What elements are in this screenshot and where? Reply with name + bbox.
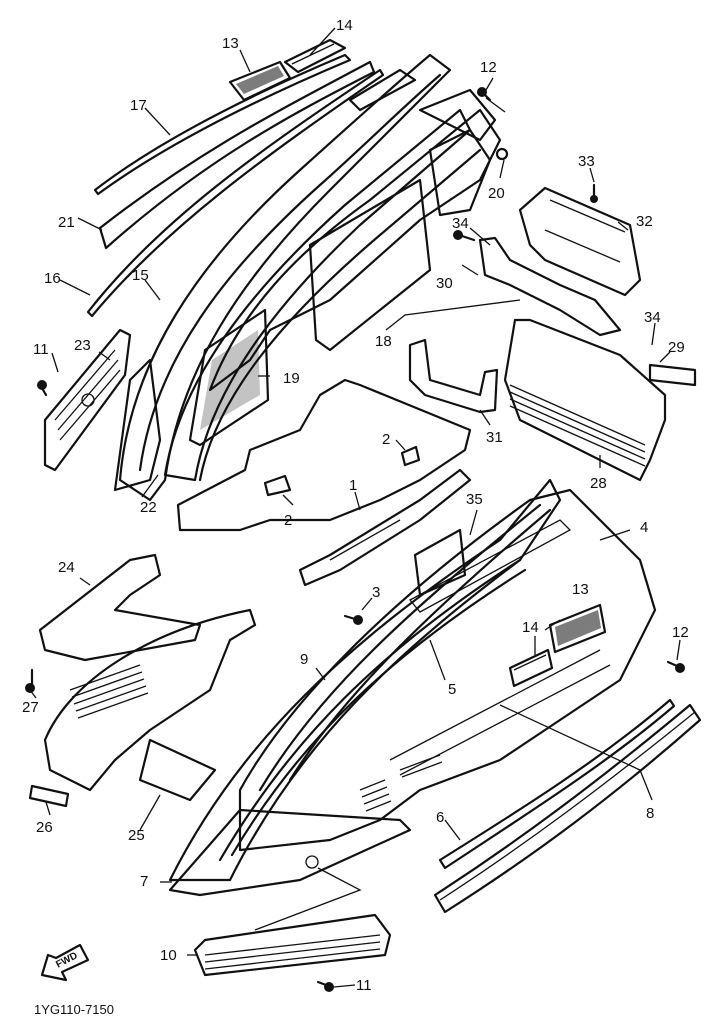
callout-24: 24 bbox=[58, 559, 75, 576]
part-19-panel bbox=[188, 308, 270, 447]
part-21-stripe bbox=[98, 60, 376, 250]
callout-25: 25 bbox=[128, 827, 145, 844]
callout-34: 34 bbox=[644, 309, 661, 326]
diagram-code: 1YG110-7150 bbox=[34, 1002, 114, 1017]
part-14-rear-emblem bbox=[508, 648, 554, 688]
callout-11: 11 bbox=[33, 341, 49, 358]
part-18-panel bbox=[308, 178, 432, 352]
callout-23: 23 bbox=[74, 337, 91, 354]
part-17-stripe bbox=[93, 53, 352, 196]
callout-12: 12 bbox=[480, 59, 497, 76]
callout-13: 13 bbox=[222, 35, 239, 52]
part-7-lower-cowl bbox=[168, 808, 412, 897]
part-35-plate bbox=[413, 528, 467, 597]
callout-12: 12 bbox=[672, 624, 689, 641]
bolt-12-right bbox=[666, 660, 685, 673]
part-14-emblem-strip bbox=[283, 38, 347, 74]
part-13-rear-emblem bbox=[548, 603, 607, 654]
callout-34: 34 bbox=[452, 215, 469, 232]
part-34-frame-rail bbox=[478, 236, 622, 337]
part-13-emblem bbox=[228, 60, 292, 102]
part-24-front-frame bbox=[38, 553, 202, 662]
callout-16: 16 bbox=[44, 270, 61, 287]
part-4-rear-cowl bbox=[238, 488, 657, 852]
callout-14: 14 bbox=[336, 17, 353, 34]
part-26-badge bbox=[28, 784, 70, 808]
part-2-clip-a bbox=[400, 445, 421, 467]
part-28-rear-lower bbox=[503, 318, 667, 482]
callout-22: 22 bbox=[140, 499, 157, 516]
callout-2: 2 bbox=[382, 431, 390, 448]
part-32-tail-bracket bbox=[518, 186, 642, 297]
part-1-bracket-frame bbox=[176, 378, 472, 587]
callout-17: 17 bbox=[130, 97, 147, 114]
callout-2: 2 bbox=[284, 512, 292, 529]
callout-21: 21 bbox=[58, 214, 75, 231]
callout-26: 26 bbox=[36, 819, 53, 836]
callout-10: 10 bbox=[160, 947, 177, 964]
callout-33: 33 bbox=[578, 153, 595, 170]
callout-11: 11 bbox=[356, 977, 372, 994]
part-6-molding bbox=[438, 698, 676, 870]
callout-3: 3 bbox=[372, 584, 380, 601]
part-8-bumper bbox=[433, 703, 702, 914]
vent-slots bbox=[359, 754, 443, 812]
part-29-rod bbox=[648, 363, 697, 387]
fwd-arrow-icon: FWD bbox=[40, 943, 90, 982]
callout-15: 15 bbox=[132, 267, 149, 284]
callout-5: 5 bbox=[448, 681, 456, 698]
part-15-side-cover bbox=[118, 53, 482, 502]
callout-19: 19 bbox=[283, 370, 300, 387]
callout-20: 20 bbox=[488, 185, 505, 202]
callout-28: 28 bbox=[590, 475, 607, 492]
callout-30: 30 bbox=[436, 275, 453, 292]
callout-32: 32 bbox=[636, 213, 653, 230]
part-2-clip-b bbox=[263, 474, 292, 497]
callout-4: 4 bbox=[640, 519, 648, 536]
front-leg-shield bbox=[43, 608, 257, 792]
part-22-side-frame bbox=[113, 358, 162, 492]
callout-31: 31 bbox=[486, 429, 503, 446]
bolt-12-top bbox=[477, 87, 492, 102]
callout-1: 1 bbox=[349, 477, 357, 494]
callout-29: 29 bbox=[668, 339, 685, 356]
bolt-30 bbox=[453, 230, 476, 242]
callout-18: 18 bbox=[375, 333, 392, 350]
part-23-side-plate bbox=[43, 328, 132, 472]
callout-13: 13 bbox=[572, 581, 589, 598]
bolt-3 bbox=[343, 614, 363, 625]
callout-6: 6 bbox=[436, 809, 444, 826]
callout-9: 9 bbox=[300, 651, 308, 668]
callout-8: 8 bbox=[646, 805, 654, 822]
leader-lines bbox=[29, 27, 681, 988]
callout-35: 35 bbox=[466, 491, 483, 508]
part-16-stripe bbox=[86, 68, 385, 318]
callout-numbers: 13 14 17 21 16 15 12 20 33 32 34 30 18 1… bbox=[22, 17, 689, 994]
callout-7: 7 bbox=[140, 873, 148, 890]
fwd-label: FWD bbox=[54, 950, 79, 970]
bolt-11-bottom bbox=[316, 980, 334, 992]
bolt-27 bbox=[25, 668, 35, 693]
callout-14: 14 bbox=[522, 619, 539, 636]
part-5-trim bbox=[408, 519, 572, 613]
part-10-lower-rear-piece bbox=[193, 913, 392, 977]
part-9-side-cowl bbox=[168, 478, 562, 882]
bolt-11-left bbox=[37, 380, 48, 397]
bolt-20 bbox=[495, 147, 509, 161]
part-25-panel bbox=[138, 738, 217, 802]
part-31-bracket bbox=[408, 338, 499, 414]
callout-27: 27 bbox=[22, 699, 39, 716]
bolt-33 bbox=[590, 183, 598, 203]
